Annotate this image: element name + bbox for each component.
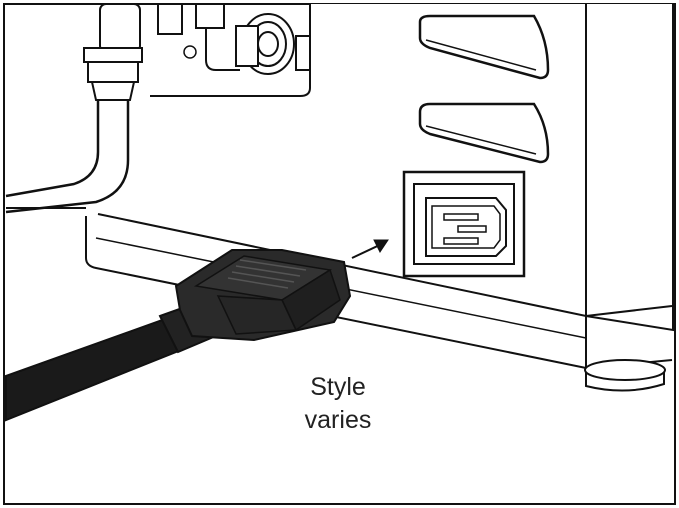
- insert-arrow-icon: [351, 239, 389, 259]
- caption-style: Style: [310, 373, 366, 401]
- power-plug-icon: [174, 249, 352, 342]
- leveling-foot: [584, 359, 666, 392]
- vent-slot-top: [418, 14, 550, 80]
- vent-slot-bottom: [418, 102, 550, 164]
- power-inlet-socket: [402, 170, 526, 278]
- caption-varies: varies: [304, 406, 372, 434]
- water-valve-assembly: [5, 3, 311, 214]
